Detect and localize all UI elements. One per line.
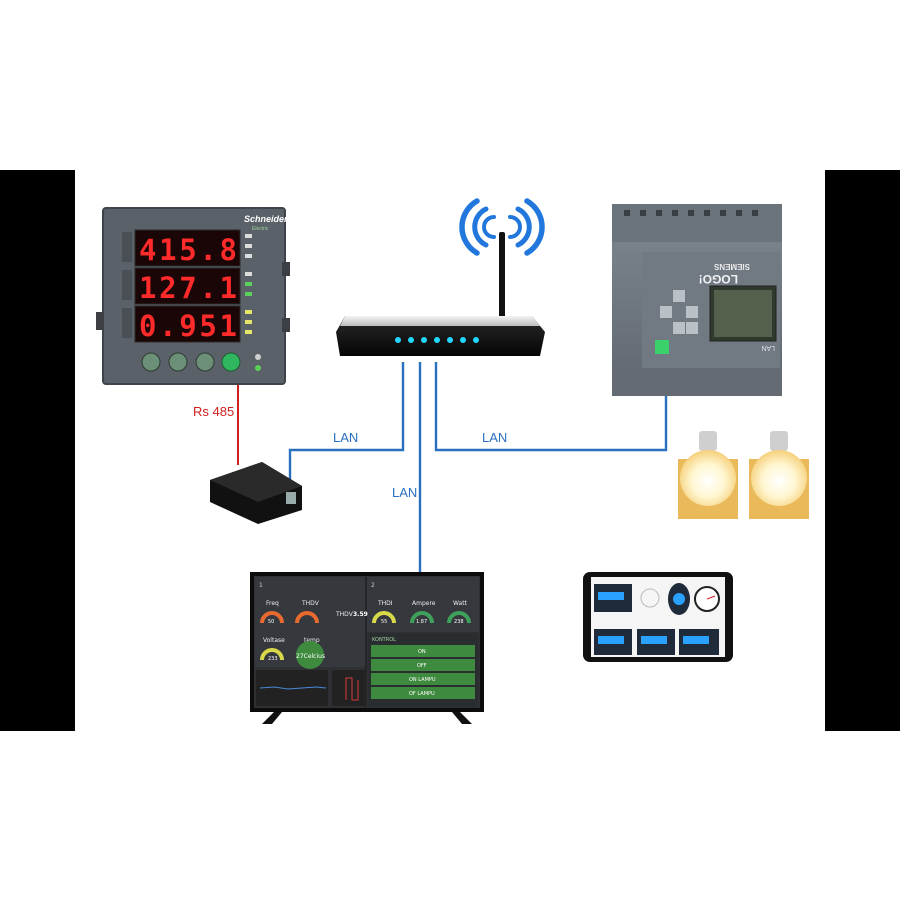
lan-down-label: LAN [392,485,417,500]
siemens-logo-plc: SIEMENS LOGO! LAN [612,204,782,396]
gauge-freq: Freq 50 [260,600,284,625]
wifi-router [336,198,545,356]
panel-1-number: 1 [259,582,263,589]
lan-right-label: LAN [482,430,507,445]
gateway-box [210,462,302,524]
svg-text:temp: temp [304,637,320,644]
temp-indicator: temp 27Celcius [296,637,325,669]
meter-reading-3: 0.951 [139,309,237,343]
svg-text:THDI: THDI [377,600,393,607]
gauge-thdv: THDV [295,600,320,624]
meter-button-ok[interactable] [221,352,241,372]
tablet-dashboard [583,572,733,662]
meter-brand: Schneider [244,214,288,224]
plc-brand: SIEMENS [713,262,750,271]
wifi-signal-icon [459,198,545,256]
svg-text:Voltase: Voltase [263,637,285,644]
trend-chart-2 [332,670,365,706]
gauge-voltase: Voltase 233 [260,637,285,662]
plc-port-label: LAN [761,344,775,351]
plc-keypad[interactable] [655,290,698,354]
meter-reading-1: 415.8 [139,233,237,267]
lan-connection-left [288,362,405,485]
tv-monitor: 1 2 Freq 50 THDV THDV 3.59 Voltase 233 t… [250,572,484,724]
svg-text:50: 50 [268,619,274,625]
svg-text:Ampere: Ampere [412,600,436,607]
meter-led-2 [255,365,261,371]
svg-text:Freq: Freq [266,600,279,607]
svg-text:ON: ON [418,649,426,655]
lan-left-label: LAN [333,430,358,445]
svg-text:238: 238 [454,619,464,625]
plc-model: LOGO! [699,272,738,286]
light-bulb-1 [678,431,738,519]
light-bulb-2 [749,431,809,519]
rs485-label: Rs 485 [193,404,234,419]
meter-brand-sub: Electric [252,226,269,232]
svg-text:ON LAMPU: ON LAMPU [409,677,436,683]
meter-led-1 [255,354,261,360]
letterbox-left [0,170,75,731]
meter-status-leds [122,232,252,338]
lan-connection-right [434,362,668,452]
kontrol-title: KONTROL [372,637,396,643]
meter-button-left[interactable] [141,352,161,372]
trend-chart-1 [256,670,328,706]
thdv-value: 3.59 [353,611,368,618]
svg-text:27Celcius: 27Celcius [296,653,325,660]
letterbox-right [825,170,900,731]
power-meter: Schneider Electric 415.8 127.1 0.951 [96,207,290,385]
kontrol-button-of-lampu[interactable]: OF LAMPU [371,687,475,699]
svg-text:OFF: OFF [417,663,427,669]
panel-2-number: 2 [371,582,375,589]
svg-text:1.87: 1.87 [416,619,427,625]
meter-reading-2: 127.1 [139,271,237,305]
kontrol-button-on[interactable]: ON [371,645,475,657]
meter-button-up[interactable] [195,352,215,372]
meter-button-down[interactable] [168,352,188,372]
svg-text:233: 233 [268,656,278,662]
svg-text:OF LAMPU: OF LAMPU [409,691,435,697]
kontrol-button-on-lampu[interactable]: ON LAMPU [371,673,475,685]
gauge-watt: Watt 238 [447,600,471,625]
gauge-ampere: Ampere 1.87 [410,600,436,625]
svg-text:55: 55 [381,619,387,625]
gauge-thdi: THDI 55 [372,600,396,625]
svg-text:THDV: THDV [301,600,320,607]
kontrol-button-off[interactable]: OFF [371,659,475,671]
svg-text:Watt: Watt [453,600,468,607]
thdv-text: THDV [335,611,354,618]
router-status-leds [395,337,479,343]
